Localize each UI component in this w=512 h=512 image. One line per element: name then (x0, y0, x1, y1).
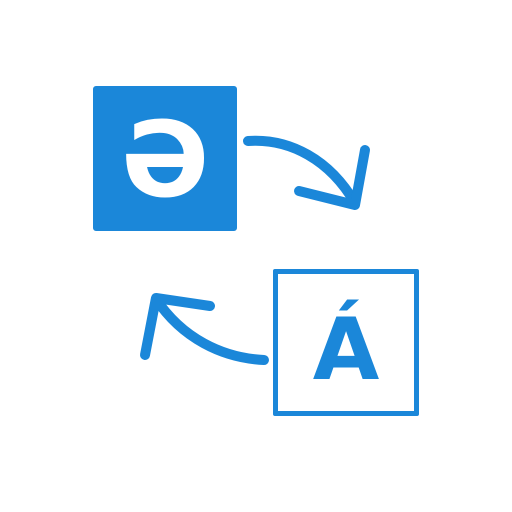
target-letter-tile: Á (273, 269, 419, 416)
target-letter: Á (312, 299, 380, 400)
source-letter: Ə (120, 98, 210, 221)
source-letter-tile: Ə (93, 86, 237, 231)
